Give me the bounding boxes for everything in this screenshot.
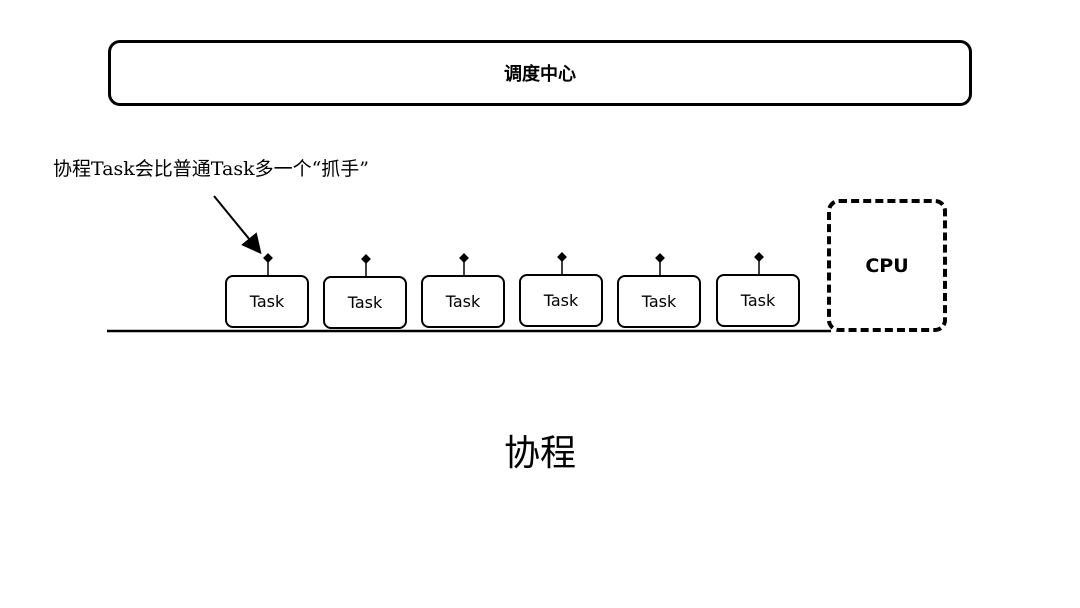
cpu-label: CPU	[865, 254, 909, 277]
annotation-arrow	[213, 195, 262, 255]
task-label: Task	[445, 292, 481, 311]
task-handle	[263, 253, 273, 275]
task-handle	[459, 253, 469, 275]
scheduler-label: 调度中心	[504, 64, 576, 85]
task-box: Task	[225, 275, 309, 328]
task-handle	[557, 252, 567, 274]
task-box: Task	[421, 275, 505, 328]
task-handle	[754, 252, 764, 274]
task-box: Task	[519, 274, 603, 327]
diagram-caption: 协程	[503, 433, 576, 474]
task-label: Task	[347, 293, 383, 312]
cpu-box: CPU	[827, 199, 947, 332]
task-label: Task	[740, 291, 776, 310]
task-box: Task	[617, 275, 701, 328]
task-handle	[361, 254, 371, 276]
task-box: Task	[323, 276, 407, 329]
task-label: Task	[641, 292, 677, 311]
task-label: Task	[249, 292, 285, 311]
task-handle	[655, 253, 665, 275]
scheduler-box: 调度中心	[108, 40, 972, 106]
task-label: Task	[543, 291, 579, 310]
annotation-text: 协程Task会比普通Task多一个“抓手”	[53, 158, 370, 180]
task-box: Task	[716, 274, 800, 327]
